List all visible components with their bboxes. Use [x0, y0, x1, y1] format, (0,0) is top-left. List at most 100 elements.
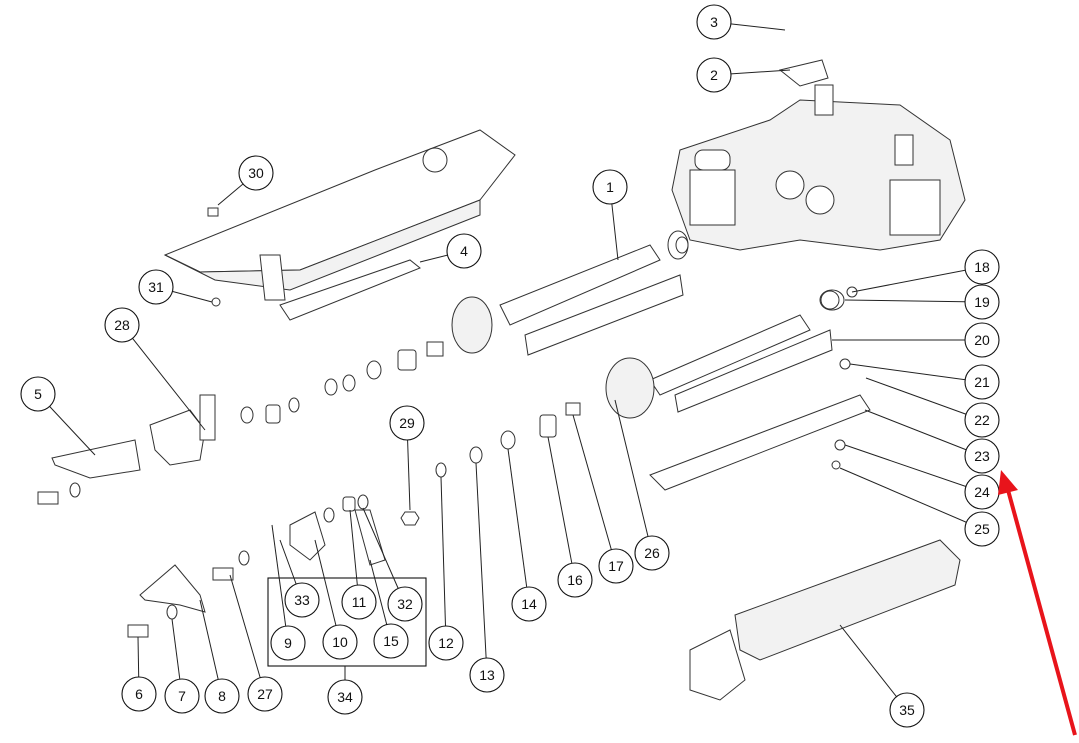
callout-number: 13 [479, 667, 495, 683]
callout-28: 28 [104, 307, 140, 343]
callout-circle [696, 4, 732, 40]
red-arrow [998, 470, 1077, 736]
callout-circle [964, 249, 1000, 285]
callout-circle [373, 623, 409, 659]
callout-number: 6 [135, 686, 143, 702]
callout-number: 5 [34, 386, 42, 402]
callout-number: 9 [284, 635, 292, 651]
callout-21: 21 [964, 364, 1000, 400]
callout-circle [592, 169, 628, 205]
callout-circle [104, 307, 140, 343]
callout-number: 12 [438, 635, 454, 651]
leader-line-9 [271, 524, 289, 644]
callout-number: 26 [644, 545, 660, 561]
callout-circle [428, 625, 464, 661]
leader-line-35 [839, 624, 908, 711]
callout-number: 31 [148, 279, 164, 295]
leader-line-14 [507, 448, 530, 605]
callout-number: 15 [383, 633, 399, 649]
callout-17: 17 [598, 548, 634, 584]
callout-circle [511, 586, 547, 622]
callout-circle [964, 322, 1000, 358]
callout-number: 18 [974, 259, 990, 275]
callout-18: 18 [964, 249, 1000, 285]
callout-3: 3 [696, 4, 732, 40]
callout-8: 8 [204, 678, 240, 714]
callout-14: 14 [511, 586, 547, 622]
callout-number: 32 [397, 596, 413, 612]
callout-number: 11 [352, 594, 367, 610]
callout-number: 16 [567, 572, 583, 588]
callout-32: 32 [387, 586, 423, 622]
callout-25: 25 [964, 511, 1000, 547]
main-frame [163, 129, 516, 301]
callout-circle [322, 624, 358, 660]
leader-line-26 [614, 399, 653, 554]
leader-line-28 [121, 324, 206, 431]
callout-number: 8 [218, 688, 226, 704]
auger-lower [605, 289, 871, 491]
callout-number: 30 [248, 165, 264, 181]
hardware [37, 207, 858, 638]
callout-circle [387, 586, 423, 622]
callout-22: 22 [964, 402, 1000, 438]
callout-number: 4 [460, 243, 468, 259]
callout-circle [557, 562, 593, 598]
callout-26: 26 [634, 535, 670, 571]
callout-19: 19 [964, 284, 1000, 320]
callout-13: 13 [469, 657, 505, 693]
callout-circle [121, 676, 157, 712]
leader-lines [37, 21, 983, 711]
auger-assembly-35 [689, 539, 961, 701]
callout-27: 27 [247, 676, 283, 712]
callout-circle [469, 657, 505, 693]
callout-number: 22 [974, 412, 990, 428]
bracket-4 [279, 259, 421, 321]
callout-circle [389, 405, 425, 441]
callout-circle [964, 364, 1000, 400]
callout-number: 1 [606, 179, 614, 195]
callout-circle [138, 269, 174, 305]
callout-35: 35 [889, 692, 925, 728]
callout-4: 4 [446, 233, 482, 269]
leader-line-27 [229, 574, 266, 695]
leader-line-21 [849, 363, 983, 383]
leader-line-12 [440, 476, 447, 644]
callout-circle [598, 548, 634, 584]
callout-circle [204, 678, 240, 714]
callout-number: 28 [114, 317, 130, 333]
callout-number: 27 [257, 686, 273, 702]
callout-number: 29 [399, 415, 415, 431]
callout-31: 31 [138, 269, 174, 305]
callout-1: 1 [592, 169, 628, 205]
callout-number: 7 [178, 688, 186, 704]
callout-24: 24 [964, 474, 1000, 510]
callout-number: 2 [710, 67, 718, 83]
callout-number: 35 [899, 702, 915, 718]
callout-circle [164, 678, 200, 714]
callout-number: 25 [974, 521, 990, 537]
callout-7: 7 [164, 678, 200, 714]
callout-30: 30 [238, 155, 274, 191]
group-box-34 [267, 577, 427, 667]
callout-number: 23 [974, 448, 990, 464]
callout-20: 20 [964, 322, 1000, 358]
callout-number: 33 [294, 592, 310, 608]
callout-15: 15 [373, 623, 409, 659]
callout-34: 34 [327, 679, 363, 715]
callout-circle [964, 438, 1000, 474]
callout-circle [696, 57, 732, 93]
callout-number: 17 [608, 558, 624, 574]
callout-16: 16 [557, 562, 593, 598]
leader-line-17 [572, 414, 617, 567]
callout-number: 21 [974, 374, 990, 390]
callout-33: 33 [284, 582, 320, 618]
leader-line-24 [844, 444, 983, 493]
callout-circle [20, 376, 56, 412]
callout-circle [284, 582, 320, 618]
leader-line-22 [865, 377, 983, 421]
callout-23: 23 [964, 438, 1000, 474]
